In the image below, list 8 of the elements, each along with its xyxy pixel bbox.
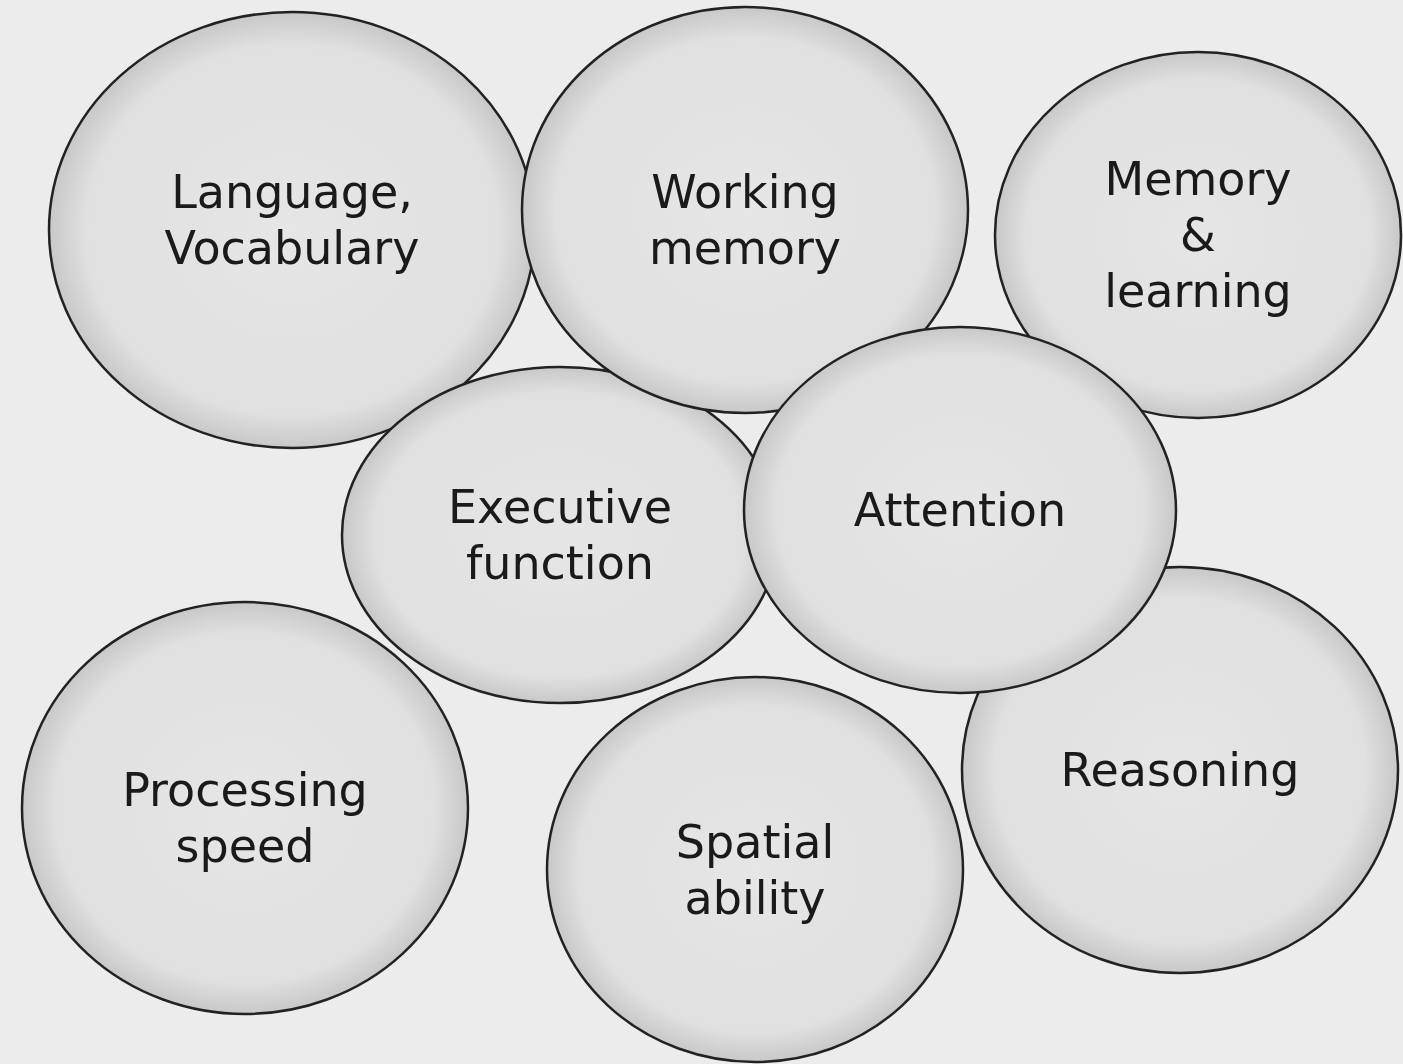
ellipse-label: Language, Vocabulary xyxy=(163,164,421,276)
ellipse-label: Spatial ability xyxy=(674,813,836,926)
ellipse-label: Memory & learning xyxy=(1103,151,1293,319)
ellipse-label: Working memory xyxy=(647,164,843,276)
ellipse-label: Reasoning xyxy=(1059,742,1301,798)
ellipse-label: Executive function xyxy=(447,479,673,591)
ellipse-label: Processing speed xyxy=(121,762,369,874)
ellipse-label: Attention xyxy=(852,482,1068,538)
